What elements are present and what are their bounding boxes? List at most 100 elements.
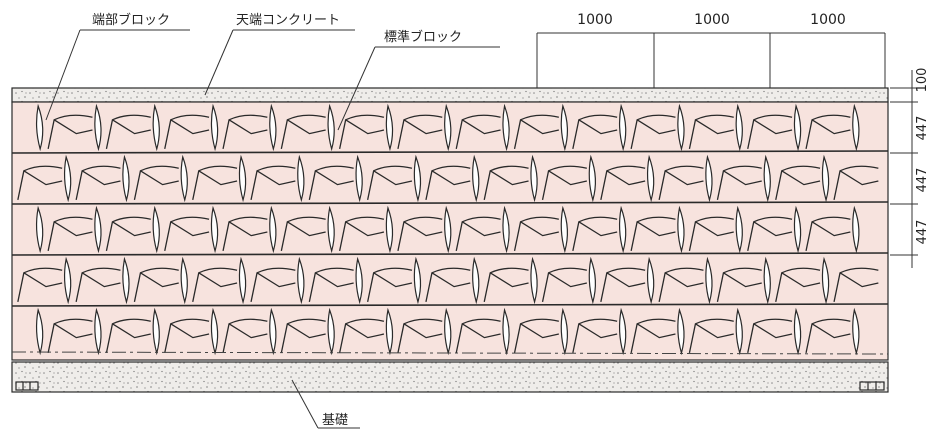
stone-face-line [339,216,385,252]
stone-face-line [658,165,704,201]
block-joint [793,103,802,152]
stone-face-line [805,114,851,150]
block-joint [355,256,363,305]
stone-face-line [75,165,121,201]
stone-face-line [222,216,268,252]
stone-face-line [688,114,734,150]
foundation-callout: 基礎 [291,379,360,429]
ground-line [11,351,889,355]
stone-face-line [192,165,238,201]
stone-face-line [133,267,179,303]
stone-face-line [280,114,326,150]
stone-face-line [513,114,559,150]
block-joint [385,205,394,254]
stone-face-line [47,114,93,150]
block-joint [413,154,422,203]
block-joint [94,307,102,356]
stone-face-line [105,114,151,150]
block-joint [588,154,596,203]
block-joint [852,103,860,152]
stone-face-line [747,216,793,252]
block-joint [327,103,335,152]
block-joint [238,154,247,203]
stone-face-line [397,318,443,354]
stone-face-line [775,165,821,201]
block-joint [94,205,102,254]
dimension-h-1: 1000 [577,12,613,28]
block-joint [735,205,743,254]
stone-face-line [280,318,326,354]
top-concrete-label: 天端コンクリート [236,13,340,28]
block-joint [35,103,44,152]
block-joint [413,256,422,305]
block-joint [35,205,44,254]
block-joint [152,307,160,356]
foundation-rebar-right [859,381,885,391]
stone-face-line [747,114,793,150]
dimension-h-3: 1000 [810,12,846,28]
block-joint [530,256,538,305]
dimension-v-3: 447 [915,168,928,193]
standard-block-label: 標準ブロック [384,29,462,45]
stone-face-line [600,165,646,201]
block-joint [560,103,568,152]
stone-face-line [339,318,385,354]
stone-face-line [483,267,529,303]
stone-face-line [833,165,879,201]
stone-face-line [658,267,704,303]
block-joint [152,205,160,254]
stone-face-line [280,216,326,252]
block-joint [793,205,802,254]
block-joint [35,307,44,356]
block-joint [821,154,830,203]
stone-face-line [367,267,413,303]
block-joint [444,205,452,254]
stone-face-line [483,165,529,201]
block-joint [385,103,394,152]
stone-face-line [572,216,618,252]
block-joint [705,256,713,305]
stone-face-line [222,318,268,354]
stone-face-line [513,216,559,252]
stone-face-line [47,216,93,252]
block-joint [94,103,102,152]
stone-face-line [630,114,676,150]
block-joint [646,256,655,305]
stone-face-line [367,165,413,201]
block-joint [763,256,771,305]
block-joint [210,205,219,254]
block-joint [122,154,130,203]
block-joint [327,205,335,254]
end-block-callout: 端部ブロック [45,12,190,121]
dimension-v-1: 100 [915,68,928,93]
foundation-label: 基礎 [322,413,348,428]
stone-face-line [513,318,559,354]
block-joint [852,205,860,254]
stone-face-line [455,216,501,252]
block-joint [793,307,802,356]
block-joint [618,205,627,254]
stone-face-line [833,267,879,303]
block-joint [297,154,305,203]
dimension-v-4: 447 [915,220,928,245]
block-joint [646,154,655,203]
stone-face-line [250,267,296,303]
stone-face-line [397,216,443,252]
stone-face-line [164,114,210,150]
stone-face-line [133,165,179,201]
block-joint [502,103,510,152]
stone-face-line [747,318,793,354]
block-joint [122,256,130,305]
block-joint [502,205,510,254]
stone-face-line [425,165,471,201]
stone-face-line [805,216,851,252]
dimension-h-2: 1000 [694,12,730,28]
block-joint [618,103,627,152]
stone-face-line [541,165,587,201]
block-joint [297,256,305,305]
block-joint [677,307,685,356]
block-joint [588,256,596,305]
block-joint [355,154,363,203]
course-lines [11,150,889,307]
